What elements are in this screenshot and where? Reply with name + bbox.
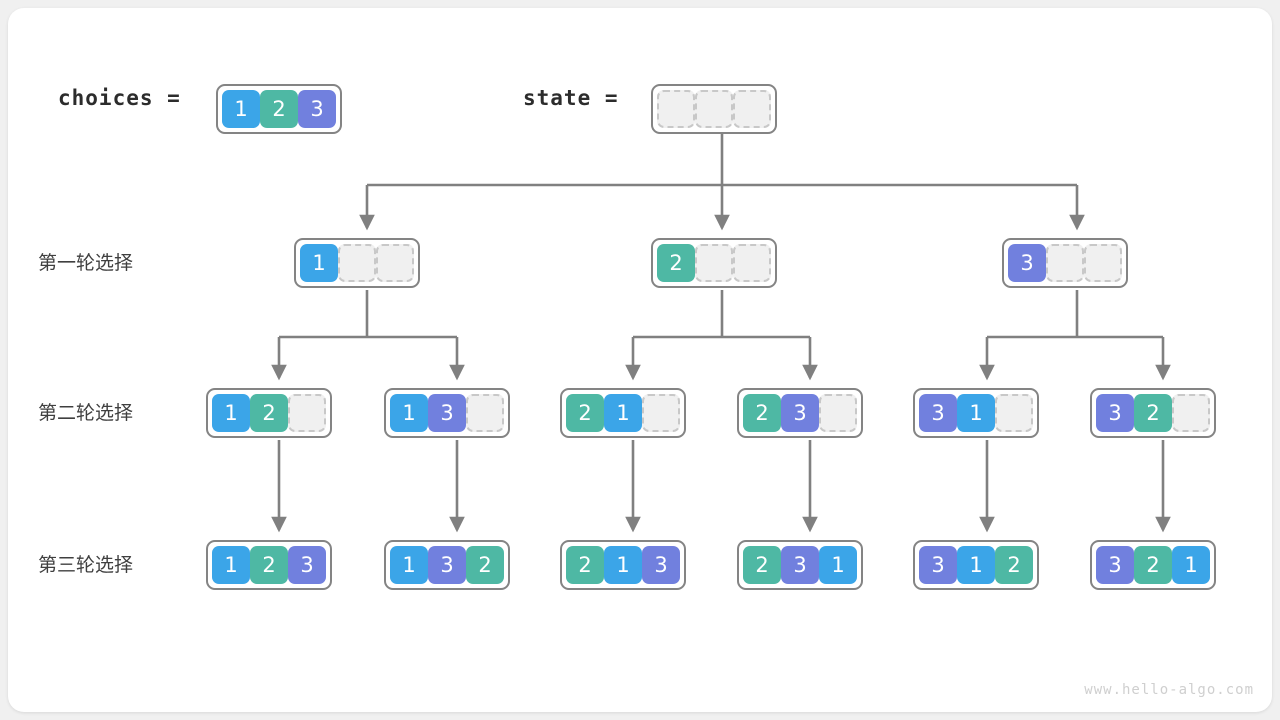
array-cell-empty <box>338 244 376 282</box>
array-cell-empty <box>657 90 695 128</box>
array-cell-value-1: 1 <box>604 546 642 584</box>
array-cell-empty <box>819 394 857 432</box>
array-cell-empty <box>695 90 733 128</box>
row-label-round-3: 第三轮选择 <box>38 554 134 576</box>
array-cell-value-3: 3 <box>428 394 466 432</box>
array-cell-value-3: 3 <box>919 394 957 432</box>
array-cell-value-1: 1 <box>300 244 338 282</box>
array-cell-value-2: 2 <box>743 546 781 584</box>
array-cell-value-2: 2 <box>566 394 604 432</box>
array-cell-value-3: 3 <box>1096 394 1134 432</box>
array-cell-empty <box>1084 244 1122 282</box>
array-cell-value-2: 2 <box>260 90 298 128</box>
array-cell-value-3: 3 <box>1096 546 1134 584</box>
array-cell-value-3: 3 <box>781 546 819 584</box>
array-cell-value-2: 2 <box>250 546 288 584</box>
array-cell-value-3: 3 <box>298 90 336 128</box>
array-cell-empty <box>733 90 771 128</box>
array-cell-value-1: 1 <box>957 546 995 584</box>
watermark: www.hello-algo.com <box>1084 682 1254 698</box>
array-cell-value-1: 1 <box>222 90 260 128</box>
array-cell-value-2: 2 <box>657 244 695 282</box>
array-cell-value-1: 1 <box>390 546 428 584</box>
state-node-round-1-3: 3 <box>1002 238 1128 288</box>
state-node-round-1-2: 2 <box>651 238 777 288</box>
array-cell-empty <box>995 394 1033 432</box>
array-cell-value-2: 2 <box>466 546 504 584</box>
array-cell-value-2: 2 <box>566 546 604 584</box>
array-cell-empty <box>733 244 771 282</box>
array-cell-empty <box>376 244 414 282</box>
array-cell-value-3: 3 <box>288 546 326 584</box>
array-cell-empty <box>466 394 504 432</box>
array-cell-value-1: 1 <box>1172 546 1210 584</box>
array-cell-value-2: 2 <box>1134 546 1172 584</box>
state-array <box>651 84 777 134</box>
array-cell-value-1: 1 <box>604 394 642 432</box>
state-label: state = <box>523 86 619 110</box>
array-cell-value-2: 2 <box>995 546 1033 584</box>
array-cell-value-2: 2 <box>1134 394 1172 432</box>
array-cell-empty <box>642 394 680 432</box>
array-cell-value-3: 3 <box>642 546 680 584</box>
array-cell-value-1: 1 <box>212 546 250 584</box>
array-cell-empty <box>288 394 326 432</box>
array-cell-value-2: 2 <box>743 394 781 432</box>
array-cell-empty <box>695 244 733 282</box>
array-cell-value-1: 1 <box>390 394 428 432</box>
array-cell-value-1: 1 <box>957 394 995 432</box>
array-cell-value-3: 3 <box>428 546 466 584</box>
array-cell-value-3: 3 <box>1008 244 1046 282</box>
array-cell-value-1: 1 <box>212 394 250 432</box>
array-cell-value-2: 2 <box>250 394 288 432</box>
array-cell-value-3: 3 <box>781 394 819 432</box>
array-cell-value-1: 1 <box>819 546 857 584</box>
row-label-round-2: 第二轮选择 <box>38 402 134 424</box>
row-label-round-1: 第一轮选择 <box>38 252 134 274</box>
array-cell-empty <box>1172 394 1210 432</box>
array-cell-empty <box>1046 244 1084 282</box>
state-node-round-1-1: 1 <box>294 238 420 288</box>
choices-label: choices = <box>58 86 181 110</box>
array-cell-value-3: 3 <box>919 546 957 584</box>
